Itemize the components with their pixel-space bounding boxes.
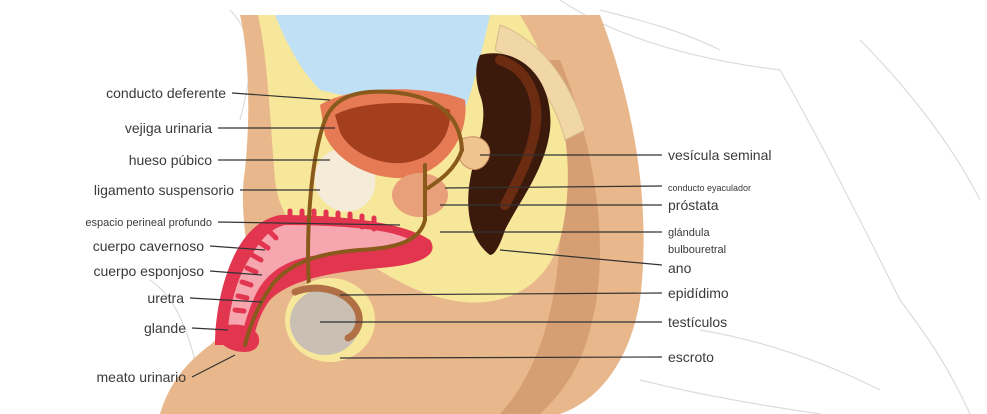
label-escroto: escroto: [668, 349, 714, 365]
label-prostata: próstata: [668, 197, 719, 213]
label-vejiga-urinaria: vejiga urinaria: [60, 120, 212, 136]
label-bulbouretral: bulbouretral: [668, 242, 726, 258]
label-hueso-pubico: hueso púbico: [60, 152, 212, 168]
label-ano: ano: [668, 260, 691, 276]
label-meato-urinario: meato urinario: [30, 369, 186, 385]
label-glandula: glándula: [668, 225, 710, 241]
label-epididimo: epidídimo: [668, 285, 729, 301]
label-espacio-perineal-profundo: espacio perineal profundo: [4, 215, 212, 231]
label-conducto-eyaculador: conducto eyaculador: [668, 180, 751, 196]
label-cuerpo-cavernoso: cuerpo cavernoso: [30, 238, 204, 254]
label-vesicula-seminal: vesícula seminal: [668, 147, 772, 163]
label-cuerpo-esponjoso: cuerpo esponjoso: [30, 263, 204, 279]
label-glande: glande: [80, 320, 186, 336]
seminal-vesicle: [460, 137, 490, 170]
label-conducto-deferente: conducto deferente: [66, 85, 226, 101]
label-ligamento-suspensorio: ligamento suspensorio: [20, 182, 234, 198]
label-testiculos: testículos: [668, 314, 727, 330]
label-uretra: uretra: [80, 290, 184, 306]
